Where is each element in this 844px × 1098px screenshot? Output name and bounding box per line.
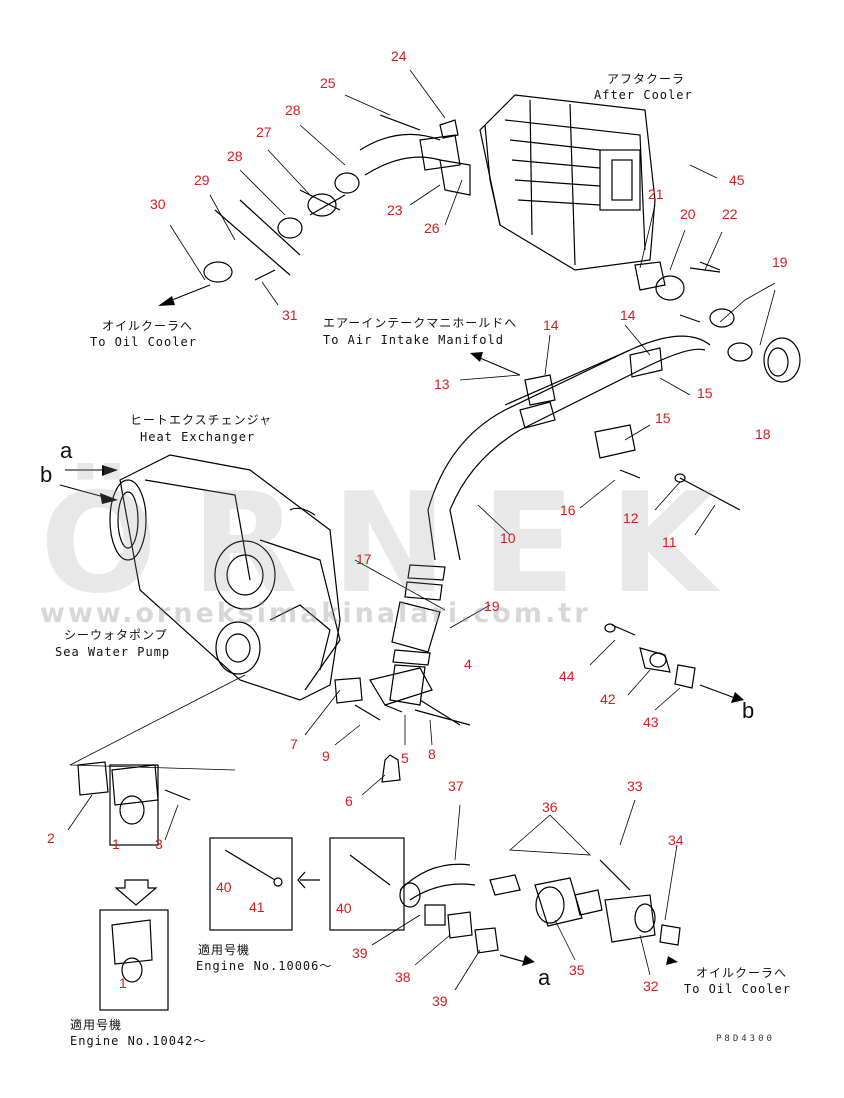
part-number: 12: [623, 510, 639, 526]
engine-no-jp-label-2: 適用号機: [70, 1018, 123, 1032]
oil-cooler-pipe-drawing: [203, 114, 471, 283]
after-cooler-en-label: After Cooler: [594, 88, 693, 102]
part-number: 34: [668, 832, 684, 848]
part-number: 38: [395, 969, 411, 985]
part-number: 26: [424, 220, 440, 236]
part-number: 33: [627, 778, 643, 794]
to-oil-cooler-en-label: To Oil Cooler: [90, 335, 197, 349]
part-number: 37: [448, 778, 464, 794]
part-number: 14: [543, 317, 559, 333]
part-number: 25: [320, 75, 336, 91]
after-cooler-jp-label: アフタクーラ: [607, 72, 686, 86]
engine-no-jp-label-1: 適用号機: [198, 943, 251, 957]
part-number: 28: [227, 148, 243, 164]
to-oil-cooler-jp-label-2: オイルクーラへ: [696, 966, 788, 980]
part-number: 14: [620, 307, 636, 323]
part-number: 41: [249, 899, 265, 915]
part-number: 29: [194, 172, 210, 188]
after-cooler-drawing: [479, 94, 656, 271]
part-number: 22: [722, 206, 738, 222]
part-number: 28: [285, 102, 301, 118]
part-number: 17: [356, 551, 372, 567]
part-number: 15: [655, 410, 671, 426]
part-number: 40: [336, 900, 352, 916]
part-number: 7: [290, 736, 298, 752]
part-number: 13: [434, 376, 450, 392]
part-number: 39: [352, 945, 368, 961]
part-number: 43: [643, 714, 659, 730]
part-number: 30: [150, 196, 166, 212]
part-number: 27: [256, 124, 272, 140]
right-inset-drawing: [604, 623, 736, 699]
to-oil-cooler-jp-label: オイルクーラへ: [102, 319, 194, 333]
part-number: 32: [643, 978, 659, 994]
to-air-intake-en-label: To Air Intake Manifold: [323, 333, 504, 347]
part-number: 18: [755, 426, 771, 442]
part-number: 15: [697, 385, 713, 401]
part-number: 4: [464, 656, 472, 672]
watermark-url: www.orneksimakinalari.com.tr: [40, 598, 591, 629]
heat-exchanger-drawing: [109, 454, 341, 701]
part-number: 44: [559, 668, 575, 684]
part-number: 39: [432, 993, 448, 1009]
ref-b-top: b: [40, 462, 53, 487]
part-number: 3: [155, 836, 163, 852]
part-number: 36: [542, 799, 558, 815]
inset-parts-drawing: [77, 761, 191, 1011]
right-parts-drawing: [519, 261, 801, 511]
sea-water-pump-jp-label: シーウォタポンプ: [64, 628, 168, 642]
ref-b-right: b: [742, 698, 755, 723]
part-number: 45: [729, 172, 745, 188]
engine-no-en-label-1: Engine No.10006～: [196, 959, 333, 973]
part-number: 10: [500, 530, 516, 546]
engine-no-en-label-2: Engine No.10042～: [70, 1034, 207, 1048]
drawing-code: P8D4300: [716, 1034, 775, 1044]
part-number: 19: [484, 598, 500, 614]
part-number: 40: [216, 879, 232, 895]
ref-a-top: a: [60, 438, 73, 463]
part-number: 35: [569, 962, 585, 978]
bottom-parts-drawing: [209, 837, 681, 963]
heat-exchanger-jp-label: ヒートエクスチェンジャ: [130, 413, 273, 427]
part-number: 6: [345, 793, 353, 809]
part-number: 19: [772, 254, 788, 270]
part-number: 11: [662, 534, 677, 550]
part-number: 23: [387, 202, 403, 218]
part-number: 5: [401, 750, 409, 766]
to-oil-cooler-en-label-2: To Oil Cooler: [684, 982, 791, 996]
part-number: 20: [680, 206, 696, 222]
part-number: 8: [428, 746, 436, 762]
ref-a-bottom: a: [538, 965, 551, 990]
part-number: 42: [600, 691, 616, 707]
part-number: 31: [282, 307, 298, 323]
watermark-brand: ÖRNEK: [40, 463, 751, 624]
part-number: 2: [47, 830, 55, 846]
part-number: 24: [391, 48, 407, 64]
part-number: 21: [648, 186, 664, 202]
sea-water-pump-en-label: Sea Water Pump: [55, 645, 171, 659]
heat-exchanger-en-label: Heat Exchanger: [140, 430, 256, 444]
part-number: 1: [119, 975, 127, 991]
part-number: 16: [560, 502, 576, 518]
to-air-intake-jp-label: エアーインテークマニホールドへ: [323, 316, 518, 330]
part-number: 9: [322, 748, 330, 764]
part-number: 1: [112, 836, 120, 852]
lower-middle-parts-drawing: [334, 677, 471, 783]
pipe-10-drawing: [427, 335, 711, 561]
